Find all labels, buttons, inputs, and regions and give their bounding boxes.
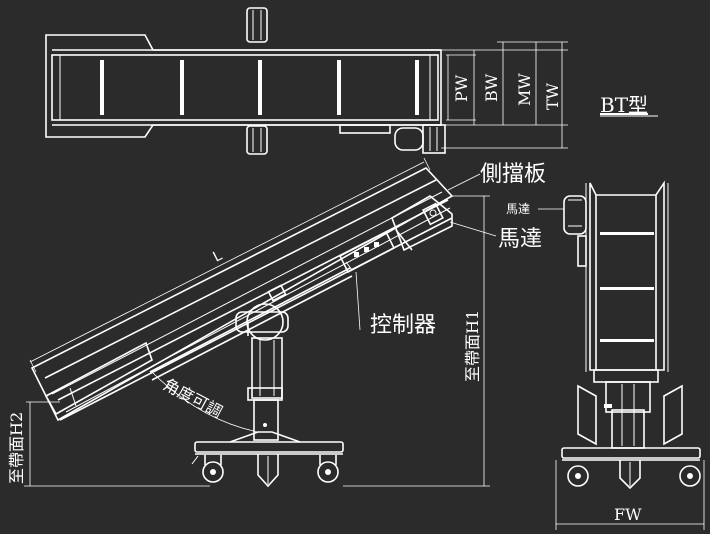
conveyor-outer-frame <box>30 167 454 422</box>
belt-slats <box>100 60 419 115</box>
top-shaft-housing-upper <box>246 7 268 43</box>
mw-label: MW <box>515 73 534 106</box>
top-controller-box <box>339 124 391 134</box>
fw-label: FW <box>614 505 642 524</box>
side-view: L 角度可調 <box>7 157 546 488</box>
side-base <box>191 431 344 488</box>
length-label: L <box>211 248 225 266</box>
inclined-conveyor <box>30 167 454 422</box>
top-gearbox <box>422 124 446 154</box>
motor-label: 馬達 <box>498 227 542 252</box>
wheel-right <box>317 461 339 483</box>
top-view: PW BW MW TW BT型 <box>45 7 658 155</box>
top-motor <box>394 127 424 151</box>
controller-label: 控制器 <box>370 313 436 338</box>
motor-box-side <box>391 195 453 252</box>
side-guard-lower <box>44 341 153 416</box>
column-lower <box>253 399 279 441</box>
h1-label: 至帶面H1 <box>463 310 482 382</box>
foot-center <box>257 454 279 488</box>
wheel-left <box>202 461 224 483</box>
angle-label: 角度可調 <box>160 375 225 422</box>
width-dimensions <box>441 41 568 149</box>
front-flap-right <box>663 384 683 446</box>
length-dimension <box>29 157 431 373</box>
column-upper <box>251 337 283 399</box>
base-plate <box>194 441 344 453</box>
motor-small-label: 馬達 <box>506 202 530 216</box>
front-view: 馬達 FW <box>506 180 705 530</box>
model-label: BT型 <box>600 93 648 117</box>
front-motor <box>563 195 587 235</box>
front-wheel-left <box>567 465 589 487</box>
top-shaft-housing-lower <box>246 125 268 155</box>
pivot-joint <box>246 303 284 341</box>
front-foot-center <box>619 460 641 490</box>
angle-arc <box>151 371 259 433</box>
front-wheel-right <box>679 465 701 487</box>
bw-label: BW <box>482 73 501 102</box>
controller-box <box>338 230 396 274</box>
front-flap-left <box>577 384 597 446</box>
top-belt <box>51 54 439 121</box>
front-base <box>561 447 701 459</box>
side-guard-label: 側擋板 <box>480 162 546 187</box>
tw-label: TW <box>543 82 562 110</box>
pw-label: PW <box>452 74 471 102</box>
support-column <box>235 303 289 441</box>
h2-label: 至帶面H2 <box>7 412 26 484</box>
